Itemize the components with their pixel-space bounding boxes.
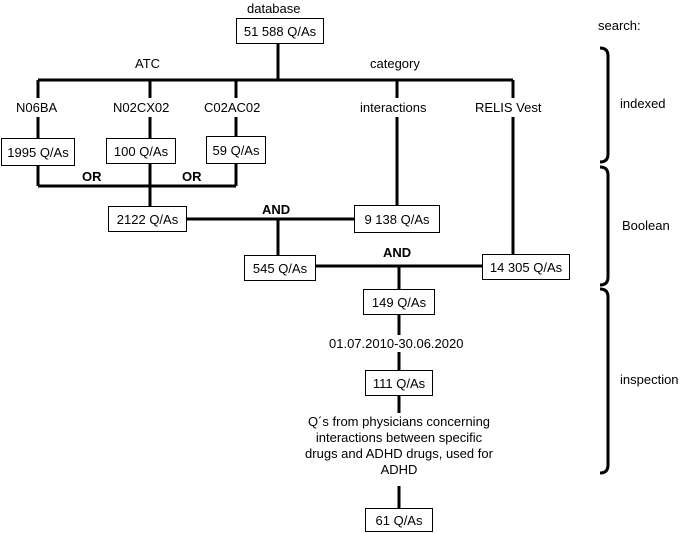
or-operator-1: OR [82, 169, 102, 184]
stage-indexed-label: indexed [620, 96, 666, 112]
relis-vest-count-box: 14 305 Q/As [482, 254, 570, 280]
category-branch-label: category [370, 56, 420, 72]
date-range-label: 01.07.2010-30.06.2020 [329, 336, 464, 352]
n02cx02-count-box: 100 Q/As [106, 138, 176, 164]
and1-result-box: 545 Q/As [244, 255, 316, 281]
database-count-box: 51 588 Q/As [236, 18, 324, 44]
n06ba-count-box: 1995 Q/As [1, 138, 75, 166]
criteria-line-3: drugs and ADHD drugs, used for [305, 446, 493, 461]
after-date-count-box: 111 Q/As [365, 370, 433, 396]
or-operator-2: OR [182, 169, 202, 184]
criteria-line-4: ADHD [380, 462, 418, 477]
final-count-box: 61 Q/As [365, 508, 433, 532]
search-stages-header: search: [598, 18, 641, 34]
stage-boolean-label: Boolean [622, 218, 670, 234]
criteria-line-2: interactions between specific [315, 430, 483, 445]
database-label: database [247, 1, 301, 17]
term-n02cx02: N02CX02 [113, 100, 170, 116]
and-operator-2: AND [383, 245, 412, 260]
and2-result-box: 149 Q/As [363, 289, 435, 315]
term-n06ba: N06BA [16, 100, 58, 116]
atc-branch-label: ATC [135, 56, 161, 72]
atc-union-box: 2122 Q/As [108, 206, 187, 232]
term-c02ac02: C02AC02 [204, 100, 261, 116]
stage-inspection-label: inspection [620, 372, 679, 388]
and-operator-1: AND [262, 202, 291, 217]
criteria-line-1: Q´s from physicians concerning [307, 414, 491, 429]
inspection-criteria-text: Q´s from physicians concerning interacti… [298, 414, 500, 478]
interactions-count-box: 9 138 Q/As [354, 205, 440, 233]
term-relis-vest: RELIS Vest [475, 100, 542, 116]
term-interactions: interactions [360, 100, 427, 116]
c02ac02-count-box: 59 Q/As [206, 136, 266, 164]
